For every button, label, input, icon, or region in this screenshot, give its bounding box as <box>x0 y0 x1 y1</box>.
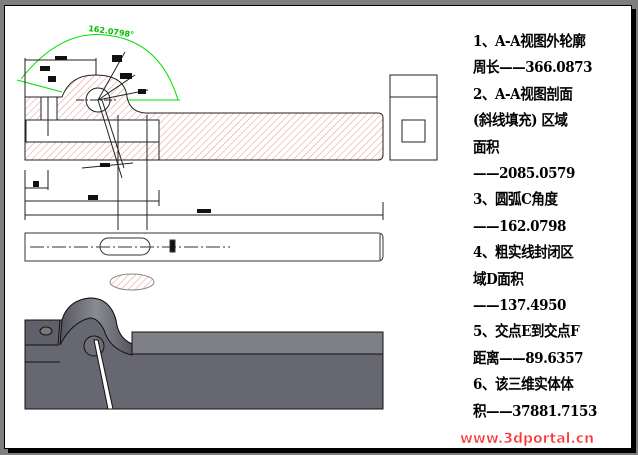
section-hatch-area <box>24 74 384 161</box>
note-line: ——162.0798 <box>473 216 566 235</box>
3d-solid-view <box>24 297 384 410</box>
note-line: 1、A-A视图外轮廓 <box>473 32 586 50</box>
slot-cutout <box>25 119 160 143</box>
note-line: ——137.4950 <box>473 296 566 315</box>
note-line: 面积 <box>473 137 500 156</box>
note-line: 距离——89.6357 <box>473 348 584 367</box>
note-line: 周长——366.0873 <box>473 58 593 77</box>
side-view <box>389 74 438 161</box>
note-line: 6、该三维实体体 <box>473 375 574 394</box>
note-line: 积——37881.7153 <box>473 401 597 420</box>
dimension-text-blobs <box>33 55 211 213</box>
note-line: (斜线填充) 区域 <box>473 111 568 130</box>
note-line: 2、A-A视图剖面 <box>473 84 573 103</box>
watermark: 三维网www.3dportal.cn <box>418 431 595 448</box>
top-view <box>24 232 384 291</box>
note-line: 5、交点E到交点F <box>473 322 580 341</box>
section-view <box>24 74 384 230</box>
question-notes: 1、A-A视图外轮廓 周长——366.0873 2、A-A视图剖面 (斜线填充)… <box>473 28 633 424</box>
note-line: 域D面积 <box>473 269 524 288</box>
note-line: 4、粗实线封闭区 <box>473 243 574 262</box>
angle-label: 162.0798° <box>88 24 135 39</box>
note-line: 3、圆弧C角度 <box>473 190 558 209</box>
region-d <box>109 273 155 291</box>
dimension-lines <box>24 51 384 220</box>
note-line: ——2085.0579 <box>473 164 575 183</box>
